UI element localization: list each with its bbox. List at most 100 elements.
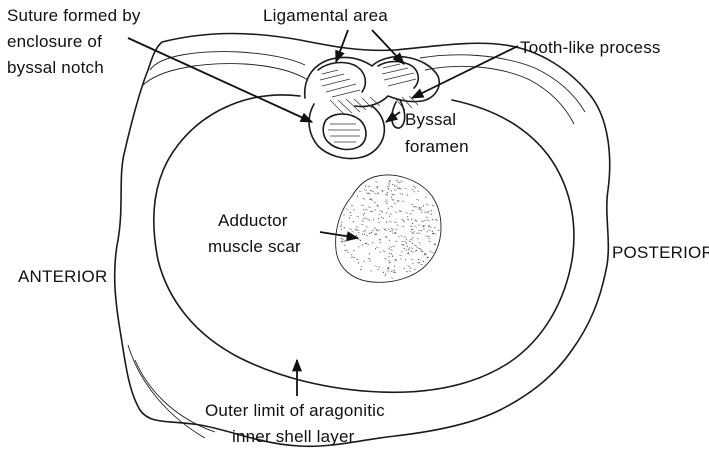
- scar-stipple-mark: [416, 250, 417, 251]
- scar-stipple-mark: [405, 259, 406, 260]
- scar-stipple-mark: [389, 183, 390, 184]
- scar-stipple-mark: [383, 272, 384, 273]
- scar-stipple-mark: [372, 211, 373, 212]
- scar-stipple-mark: [414, 191, 415, 192]
- scar-stipple-mark: [416, 221, 417, 222]
- scar-stipple-mark: [379, 239, 380, 240]
- scar-stipple-mark: [417, 233, 418, 234]
- scar-stipple-mark: [375, 234, 376, 235]
- scar-stipple-mark: [361, 266, 362, 267]
- scar-stipple-mark: [386, 222, 387, 223]
- scar-stipple-mark: [405, 241, 408, 242]
- scar-stipple-mark: [406, 249, 407, 250]
- scar-stipple-mark: [388, 260, 389, 261]
- scar-stipple-mark: [409, 248, 410, 249]
- scar-stipple-mark: [412, 243, 413, 244]
- scar-stipple-mark: [375, 248, 376, 249]
- scar-stipple-mark: [383, 251, 386, 252]
- scar-stipple-mark: [387, 271, 390, 272]
- scar-stipple-mark: [428, 211, 429, 212]
- scar-stipple-mark: [389, 240, 390, 241]
- scar-stipple-mark: [364, 234, 365, 235]
- scar-stipple-mark: [391, 271, 392, 272]
- scar-stipple-mark: [389, 221, 392, 222]
- scar-stipple-mark: [419, 209, 420, 210]
- scar-stipple-mark: [358, 232, 359, 233]
- scar-stipple-mark: [432, 219, 433, 220]
- scar-stipple-mark: [404, 237, 407, 238]
- scar-stipple-mark: [425, 236, 428, 237]
- scar-stipple-mark: [411, 219, 412, 220]
- scar-stipple-mark: [391, 190, 392, 191]
- scar-stipple-mark: [392, 246, 395, 247]
- scar-stipple-mark: [372, 230, 373, 231]
- byssal-foramen: [309, 104, 384, 159]
- scar-stipple-mark: [421, 264, 424, 265]
- scar-stipple-mark: [431, 210, 432, 211]
- scar-stipple-mark: [419, 207, 420, 208]
- scar-stipple-mark: [418, 191, 419, 192]
- scar-stipple-mark: [362, 233, 363, 234]
- scar-stipple-mark: [411, 229, 412, 230]
- label-posterior: POSTERIOR: [612, 243, 709, 262]
- scar-stipple-mark: [412, 263, 413, 264]
- scar-stipple-mark: [389, 181, 390, 182]
- scar-stipple-mark: [392, 256, 393, 257]
- scar-stipple-mark: [421, 251, 422, 252]
- scar-stipple-mark: [389, 216, 390, 217]
- scar-stipple-mark: [418, 224, 419, 225]
- scar-stipple-mark: [386, 199, 387, 200]
- scar-stipple-mark: [363, 231, 366, 232]
- scar-stipple-mark: [392, 184, 393, 185]
- scar-stipple-mark: [411, 189, 414, 190]
- scar-stipple-mark: [404, 268, 405, 269]
- scar-stipple-mark: [360, 240, 361, 241]
- shell-lamella-lower-1: [135, 360, 215, 432]
- scar-stipple-mark: [415, 187, 416, 188]
- scar-stipple-mark: [366, 226, 367, 227]
- scar-stipple-mark: [349, 229, 352, 230]
- scar-stipple-mark: [389, 256, 390, 257]
- scar-stipple-mark: [345, 250, 346, 251]
- scar-stipple-mark: [364, 213, 365, 214]
- scar-stipple-mark: [376, 230, 379, 231]
- scar-stipple-mark: [412, 233, 415, 234]
- scar-stipple-mark: [384, 258, 387, 259]
- scar-stipple-mark: [365, 243, 366, 244]
- scar-stipple-mark: [387, 192, 388, 193]
- scar-stipple-mark: [340, 222, 343, 223]
- scar-stipple-mark: [438, 230, 439, 231]
- scar-stipple-mark: [428, 238, 431, 239]
- scar-stipple-mark: [407, 194, 408, 195]
- scar-stipple-mark: [361, 205, 364, 206]
- label-muscle-scar: muscle scar: [208, 237, 301, 256]
- scar-stipple-mark: [341, 239, 344, 240]
- scar-stipple-mark: [401, 251, 402, 252]
- scar-stipple-mark: [343, 214, 344, 215]
- scar-stipple-mark: [372, 191, 375, 192]
- scar-stipple-mark: [389, 253, 390, 254]
- scar-stipple-mark: [424, 254, 425, 255]
- scar-stipple-mark: [409, 241, 412, 242]
- scar-stipple-mark: [367, 219, 368, 220]
- scar-stipple-mark: [357, 230, 360, 231]
- scar-stipple-mark: [385, 194, 386, 195]
- scar-stipple-mark: [420, 210, 423, 211]
- scar-stipple-mark: [356, 226, 357, 227]
- scar-stipple-mark: [408, 266, 411, 267]
- scar-stipple-mark: [374, 228, 375, 229]
- scar-stipple-mark: [373, 219, 374, 220]
- scar-stipple-mark: [395, 185, 398, 186]
- leader-ligamental-right: [372, 30, 404, 64]
- scar-stipple-mark: [369, 253, 370, 254]
- scar-stipple-mark: [410, 226, 413, 227]
- scar-stipple-mark: [376, 187, 379, 188]
- scar-stipple-mark: [389, 262, 390, 263]
- scar-stipple-mark: [427, 257, 428, 258]
- scar-stipple-mark: [387, 195, 388, 196]
- scar-stipple-mark: [379, 267, 380, 268]
- scar-stipple-mark: [390, 231, 391, 232]
- scar-stipple-mark: [385, 273, 386, 274]
- label-adductor: Adductor: [218, 211, 288, 230]
- scar-stipple-mark: [421, 230, 422, 231]
